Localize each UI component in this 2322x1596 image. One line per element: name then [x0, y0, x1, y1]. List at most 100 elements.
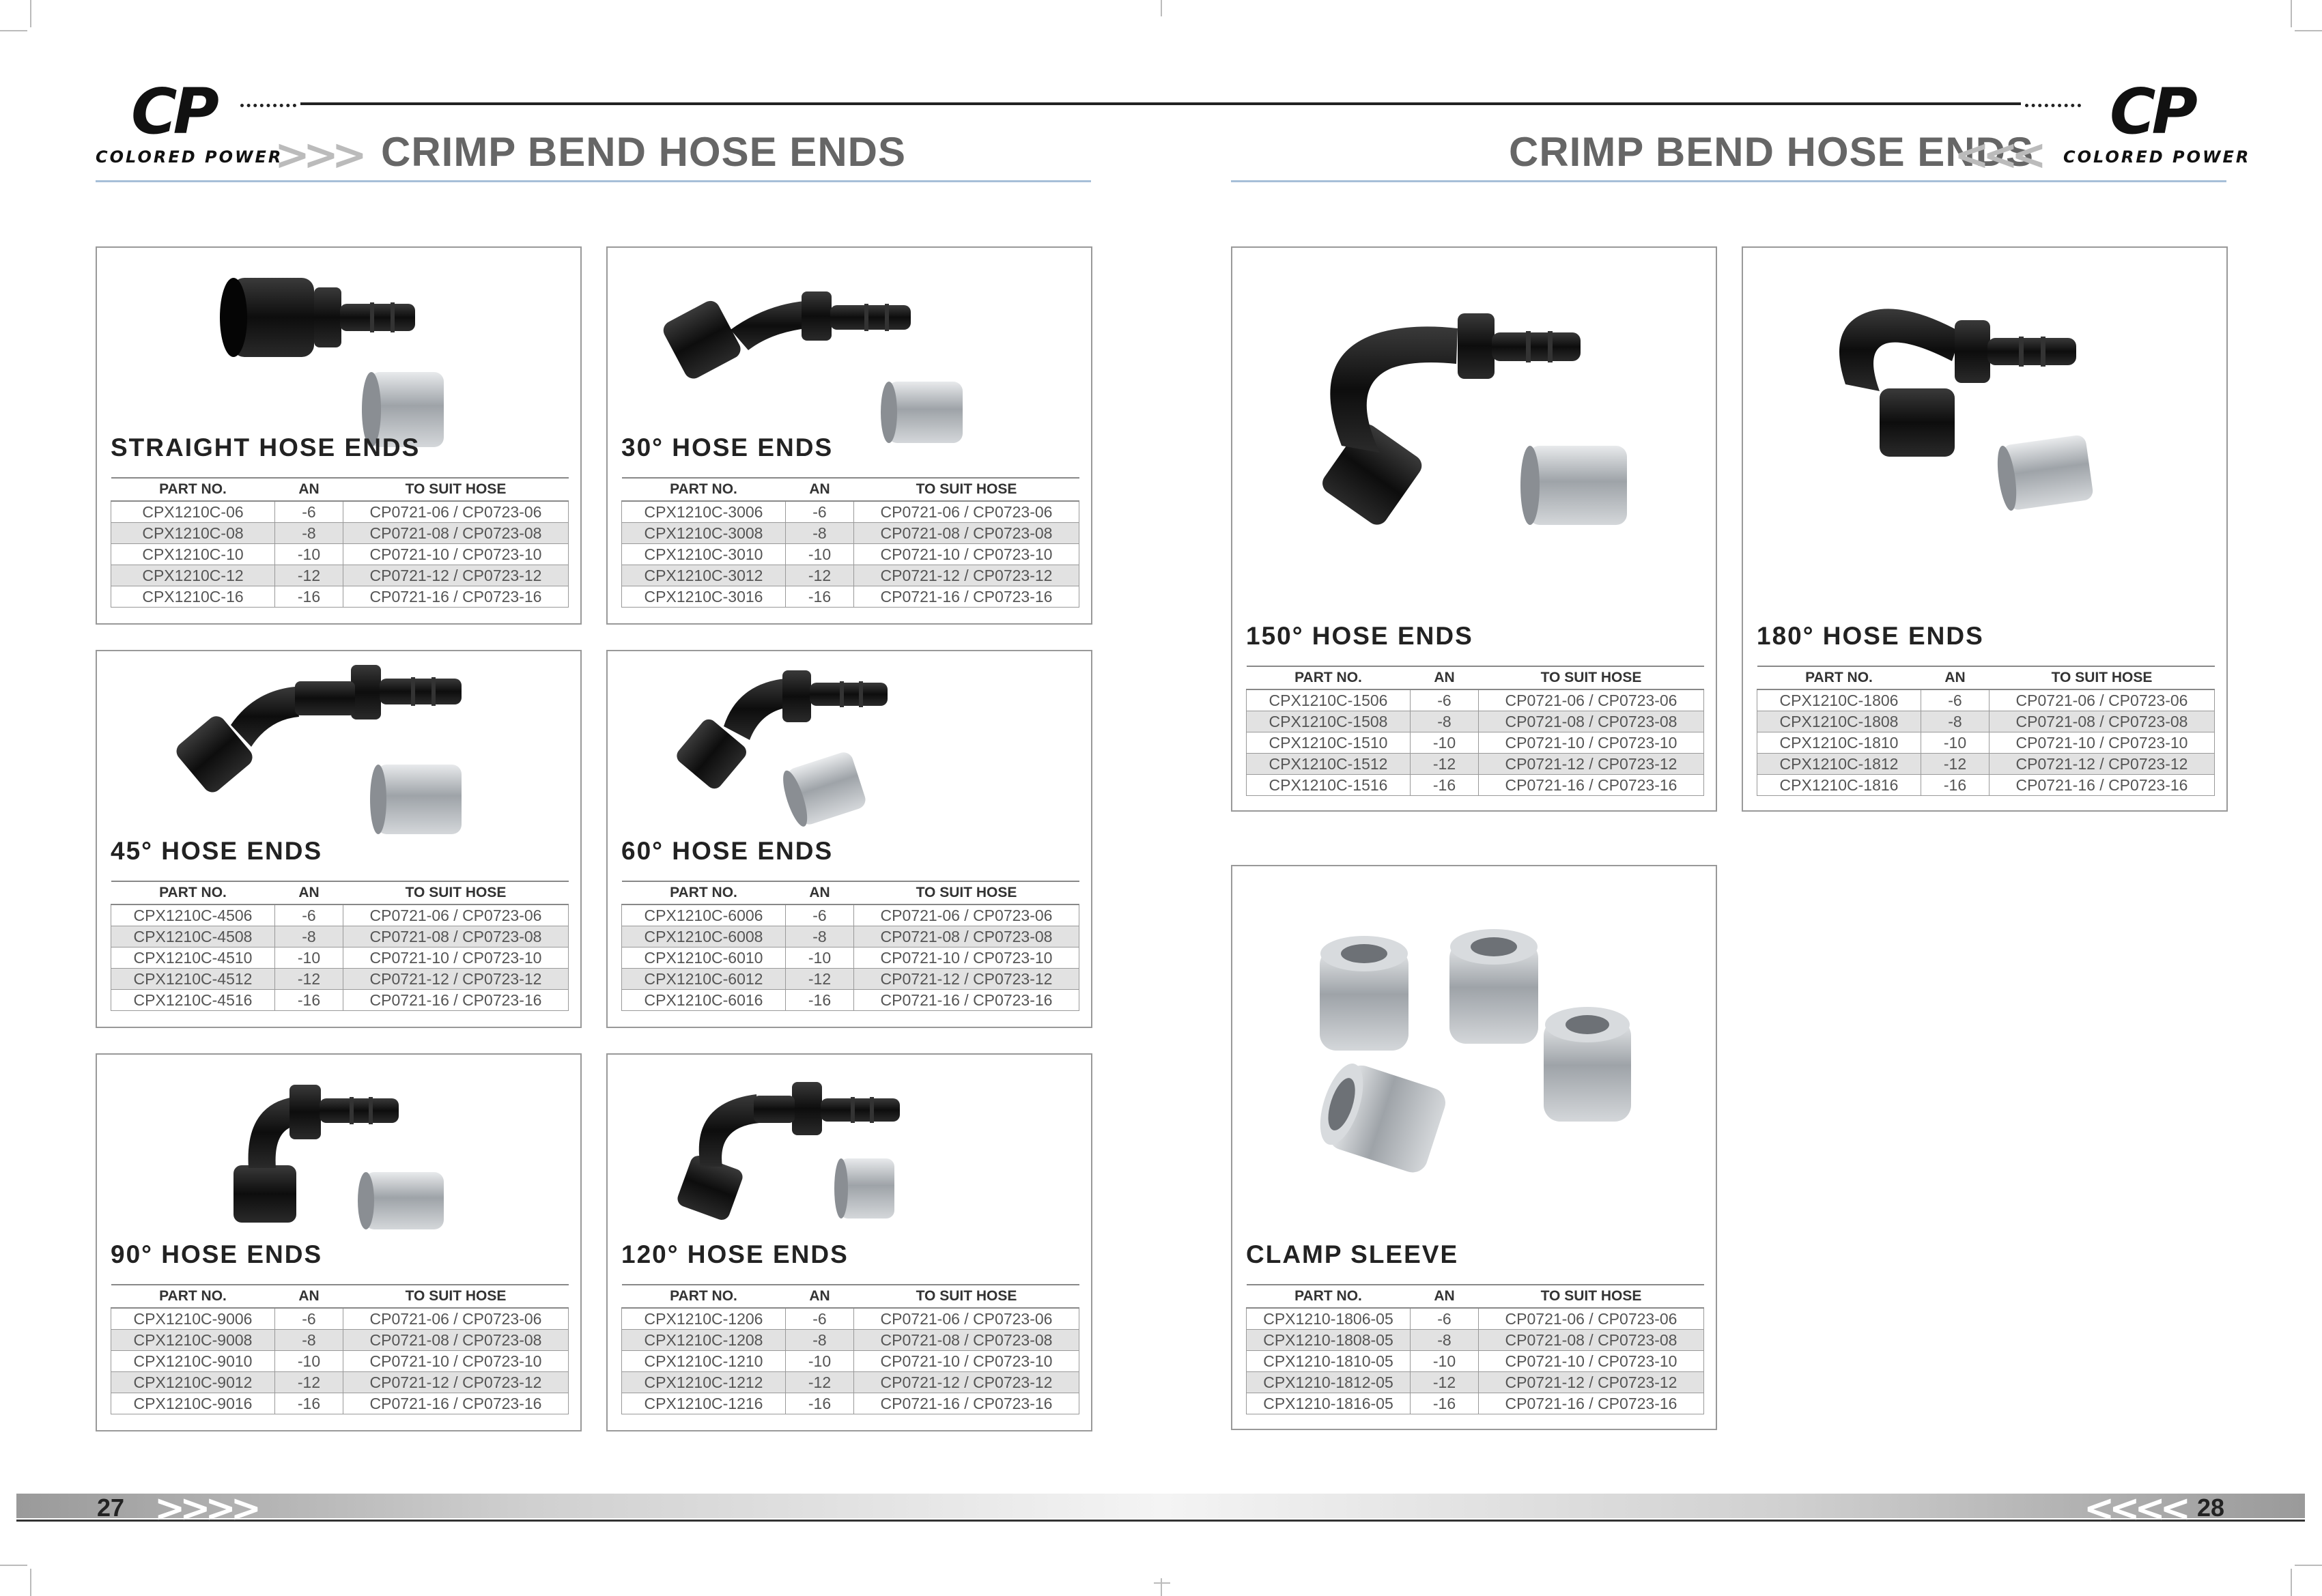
part-number-cell: CPX1210-1806-05 [1246, 1308, 1411, 1330]
part-number-cell: CPX1210C-1210 [621, 1350, 786, 1372]
120-degree-hose-end-icon [677, 1082, 900, 1220]
header-an: AN [1921, 666, 1990, 690]
header-part-no: PART NO. [1246, 666, 1411, 690]
an-size-cell: -6 [1410, 689, 1479, 711]
an-size-cell: -10 [1410, 1350, 1479, 1372]
suit-hose-cell: CP0721-12 / CP0723-12 [343, 565, 569, 586]
header-to-suit-hose: TO SUIT HOSE [343, 1284, 569, 1309]
suit-hose-cell: CP0721-12 / CP0723-12 [1478, 753, 1704, 775]
part-number-cell: CPX1210C-16 [111, 586, 275, 608]
sleeve-icon [1449, 929, 1538, 1044]
part-number-cell: CPX1210C-1216 [621, 1393, 786, 1414]
an-size-cell: -6 [274, 1308, 343, 1330]
suit-hose-cell: CP0721-10 / CP0723-10 [853, 1350, 1079, 1372]
brand-mark: CP [2110, 75, 2198, 148]
part-number-cell: CPX1210C-08 [111, 522, 275, 544]
suit-hose-cell: CP0721-08 / CP0723-08 [1478, 1329, 1704, 1351]
an-size-cell: -16 [274, 586, 343, 608]
brand-name: COLORED POWER [2063, 147, 2251, 167]
an-size-cell: -6 [274, 501, 343, 523]
page-title-left: CRIMP BEND HOSE ENDS [381, 129, 907, 175]
part-number-cell: CPX1210C-1212 [621, 1371, 786, 1393]
header-to-suit-hose: TO SUIT HOSE [1478, 1284, 1704, 1309]
an-size-cell: -16 [785, 1393, 854, 1414]
suit-hose-cell: CP0721-06 / CP0723-06 [343, 1308, 569, 1330]
crop-mark [2295, 1565, 2322, 1566]
part-number-cell: CPX1210C-4516 [111, 989, 275, 1011]
180-degree-hose-end-icon [1839, 309, 2093, 511]
part-number-cell: CPX1210C-3012 [621, 565, 786, 586]
an-size-cell: -8 [274, 926, 343, 947]
part-number-cell: CPX1210C-9006 [111, 1308, 275, 1330]
crop-mark [0, 1565, 27, 1566]
header-an: AN [274, 477, 343, 502]
section-title: STRAIGHT HOSE ENDS [111, 433, 421, 461]
header-to-suit-hose: TO SUIT HOSE [853, 881, 1079, 905]
an-size-cell: -16 [785, 989, 854, 1011]
crop-mark [1161, 0, 1162, 16]
part-number-cell: CPX1210C-12 [111, 565, 275, 586]
part-number-cell: CPX1210C-6006 [621, 904, 786, 926]
an-size-cell: -6 [785, 1308, 854, 1330]
header-an: AN [1410, 1284, 1479, 1309]
header-an: AN [274, 881, 343, 905]
an-size-cell: -12 [785, 1371, 854, 1393]
an-size-cell: -8 [1410, 1329, 1479, 1351]
part-number-cell: CPX1210C-3008 [621, 522, 786, 544]
suit-hose-cell: CP0721-06 / CP0723-06 [1478, 689, 1704, 711]
suit-hose-cell: CP0721-10 / CP0723-10 [1989, 732, 2215, 754]
150-degree-hose-end-icon [1322, 313, 1627, 525]
part-number-cell: CPX1210C-1508 [1246, 711, 1411, 732]
an-size-cell: -16 [274, 1393, 343, 1414]
part-number-cell: CPX1210C-6010 [621, 947, 786, 969]
suit-hose-cell: CP0721-16 / CP0723-16 [1478, 774, 1704, 796]
an-size-cell: -12 [274, 565, 343, 586]
footer-chevron-icon: <<<< [2084, 1487, 2191, 1530]
part-number-cell: CPX1210C-6012 [621, 968, 786, 990]
header-dotted-rule [2025, 104, 2081, 107]
section-title: 90° HOSE ENDS [111, 1240, 323, 1268]
suit-hose-cell: CP0721-06 / CP0723-06 [343, 501, 569, 523]
suit-hose-cell: CP0721-16 / CP0723-16 [853, 1393, 1079, 1414]
footer-bar-right [1161, 1494, 2305, 1518]
suit-hose-cell: CP0721-06 / CP0723-06 [1989, 689, 2215, 711]
part-number-cell: CPX1210C-4508 [111, 926, 275, 947]
header-part-no: PART NO. [111, 881, 275, 905]
an-size-cell: -10 [785, 543, 854, 565]
crop-mark [2295, 30, 2322, 31]
an-size-cell: -12 [1410, 753, 1479, 775]
an-size-cell: -10 [1410, 732, 1479, 754]
crop-mark [30, 0, 31, 27]
